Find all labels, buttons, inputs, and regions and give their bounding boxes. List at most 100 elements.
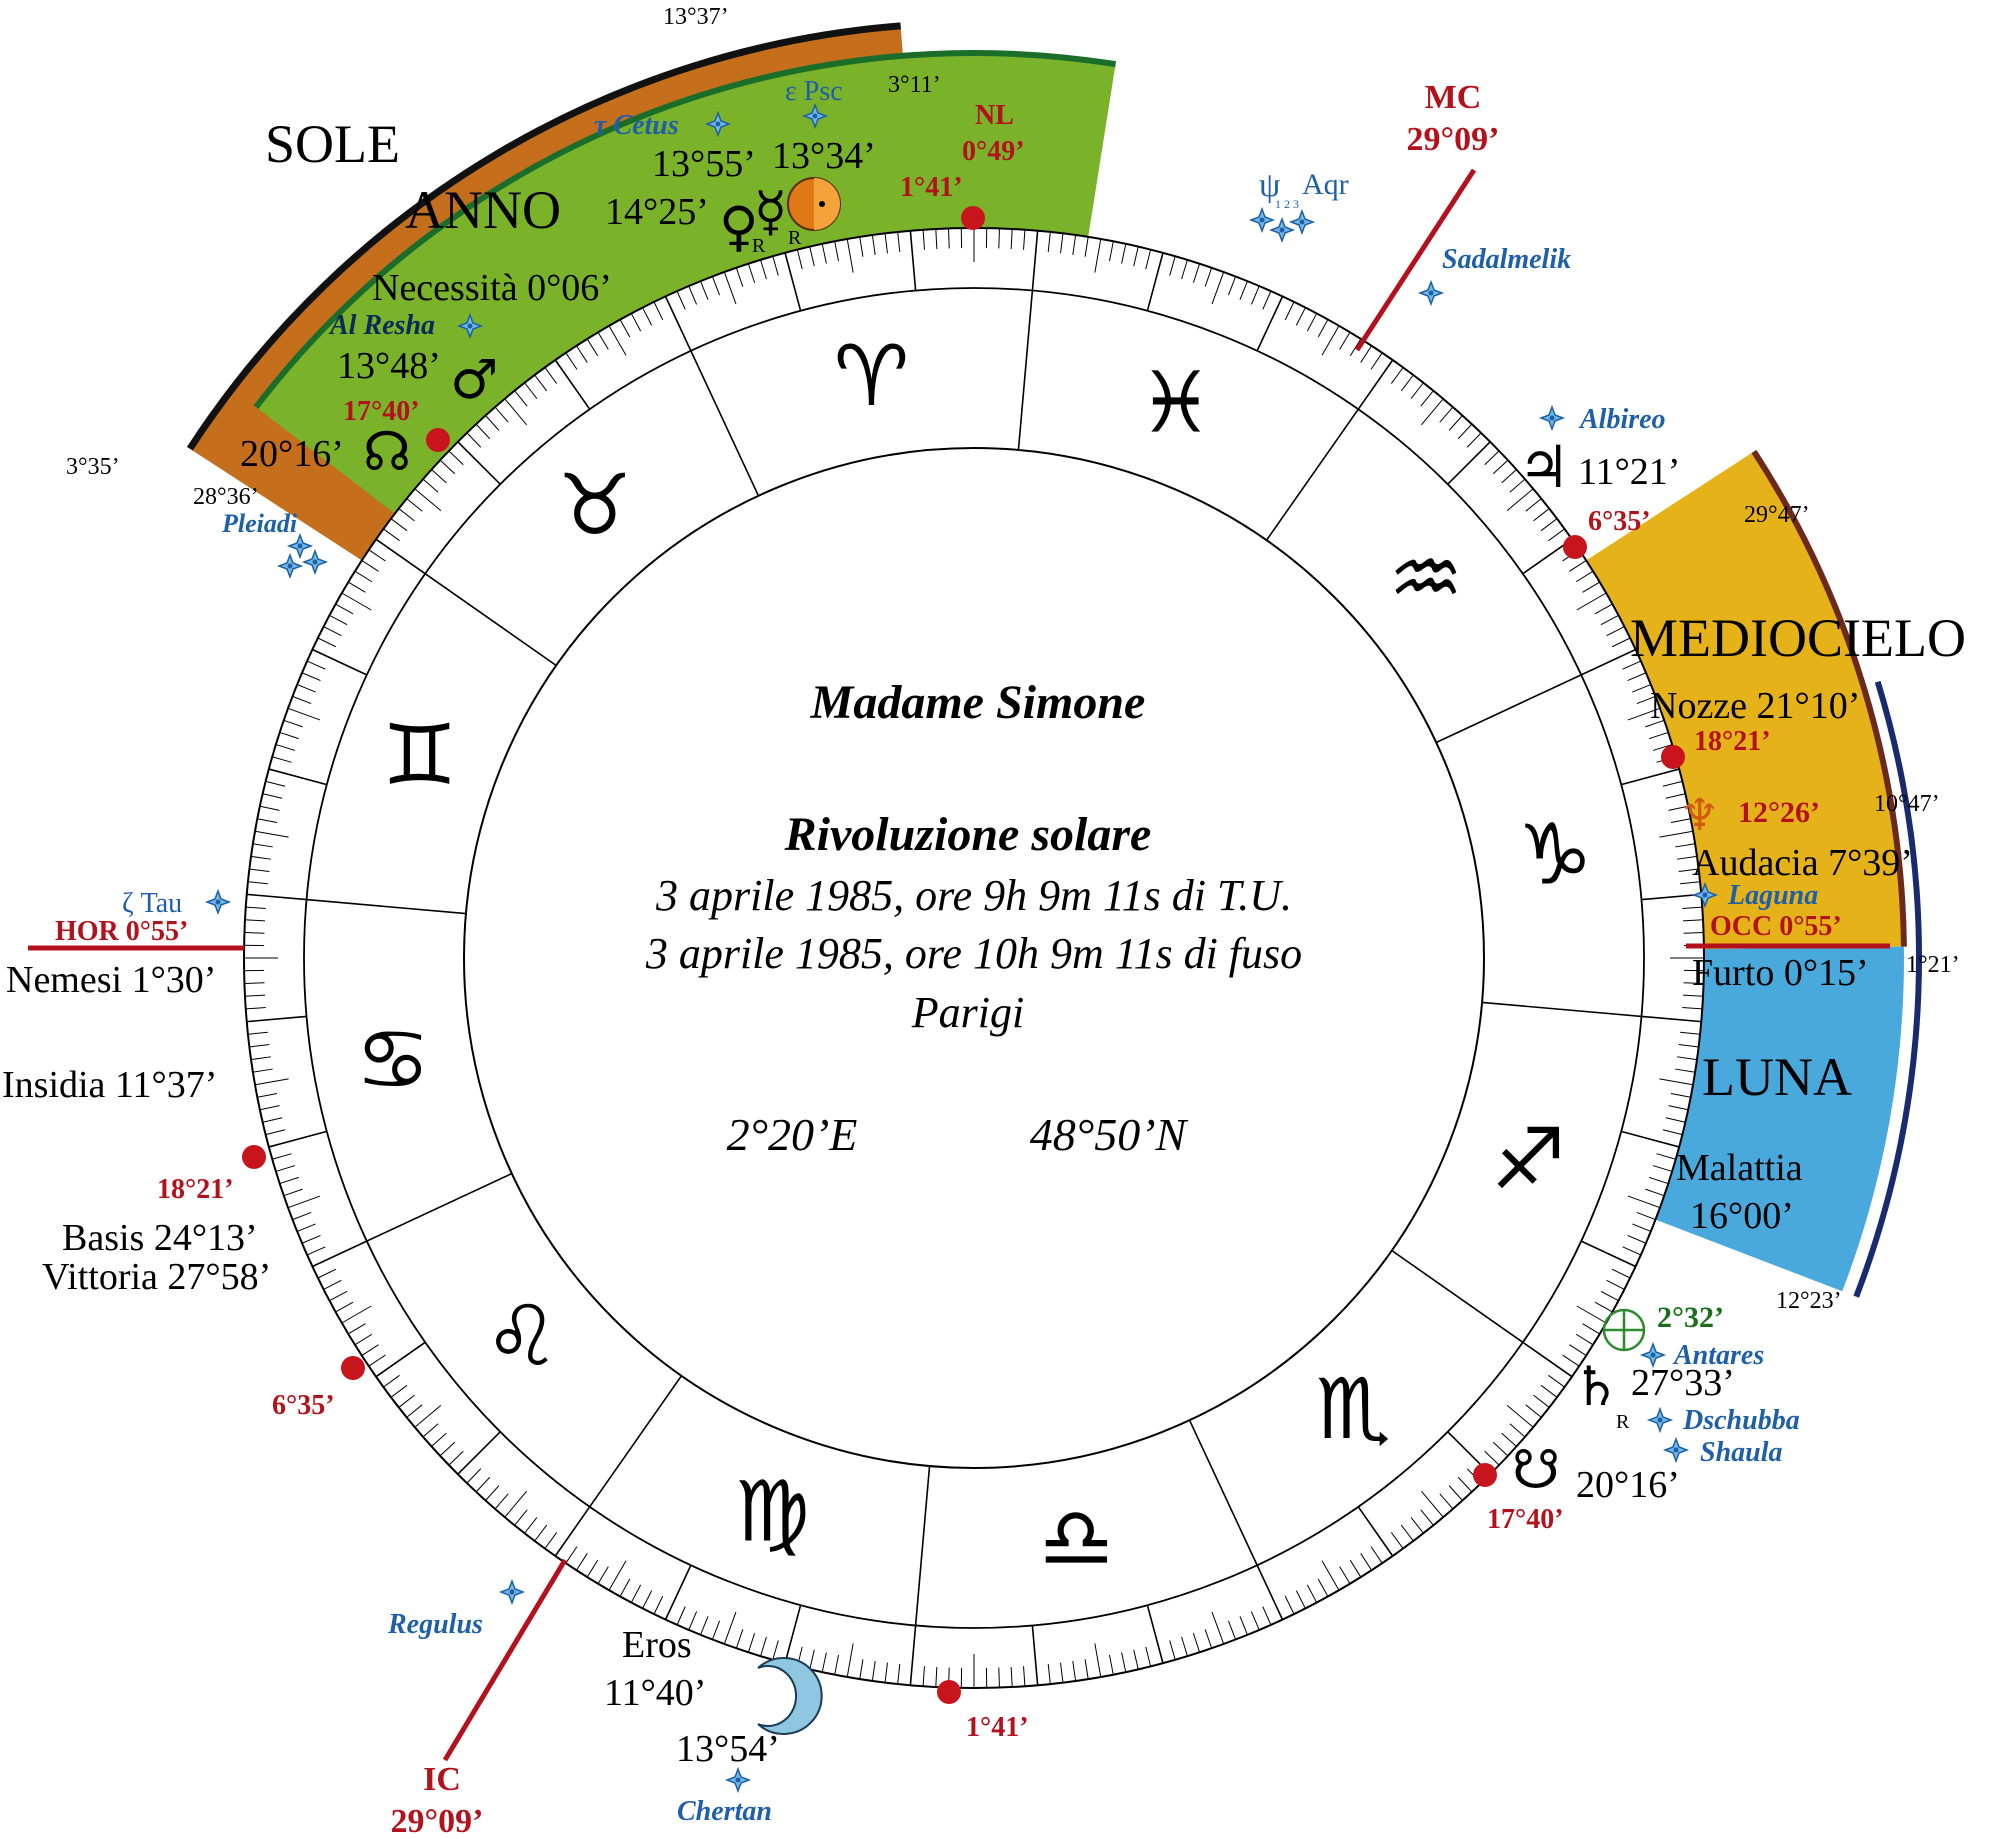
ic-axis-line [442, 1558, 568, 1762]
malattia-label: Malattia [1676, 1147, 1803, 1189]
mediocielo-sector-edge [1751, 449, 1907, 947]
jupiter-icon: ♃ [1518, 433, 1570, 501]
venus-icon: ♀ [719, 195, 759, 258]
chertan-star-icon [724, 1766, 752, 1794]
eros-degree: 13°54’ [676, 1728, 780, 1770]
nl-degree: 0°49’ [962, 136, 1025, 167]
luna-sector [1655, 946, 1904, 1292]
chart-latitude: 48°50’N [1030, 1109, 1189, 1160]
pleiadi-label: Pleiadi [221, 509, 298, 538]
sole-label: SOLE [265, 114, 400, 174]
top-point-degree: 1°41’ [900, 172, 963, 203]
south-node-degree: 20°16’ [1576, 1464, 1680, 1506]
sadalmelik-label: Sadalmelik [1442, 244, 1571, 275]
chart-longitude: 2°20’E [727, 1109, 858, 1160]
south-node-icon: ☋ [1512, 1438, 1560, 1501]
shaula-star-icon [1662, 1436, 1690, 1464]
leo-icon: ♌ [484, 1287, 559, 1385]
al-resha-star-icon [456, 312, 484, 340]
sign-divider [1391, 1249, 1524, 1343]
luna-label: LUNA [1702, 1047, 1852, 1107]
audacia-label: Audacia 7°39’ [1692, 842, 1913, 884]
north-node-icon: ☊ [363, 420, 411, 483]
basis-label: Basis 24°13’ [62, 1217, 258, 1259]
right-point-degree: 18°21’ [1694, 726, 1771, 757]
luna-start-degree: 1°21’ [1906, 952, 1960, 978]
pleiadi-star-icon [276, 552, 304, 580]
tick-ring-circle [303, 287, 1645, 1629]
sole-end-degree: 13°37’ [663, 4, 729, 30]
sign-dividers [306, 290, 1642, 1626]
pleiadi-star-icon [301, 548, 329, 576]
angle-labels: MC 29°09’ IC 29°09’ HOR 0°55’ OCC 0°55’ [55, 79, 1842, 1839]
psi-aqr-star-icon [1288, 208, 1316, 236]
red-point-bottom [937, 1680, 961, 1704]
sign-divider [914, 1465, 931, 1626]
red-point-lower-right [1473, 1463, 1497, 1487]
center-block: Madame Simone Rivoluzione solare 3 april… [645, 676, 1302, 1160]
aquarius-icon: ♒ [1388, 529, 1463, 627]
eros-label: Eros [622, 1624, 692, 1666]
malattia-degree: 16°00’ [1690, 1195, 1794, 1237]
sign-divider [306, 898, 467, 915]
mediocielo-label: MEDIOCIELO [1630, 608, 1966, 668]
anno-sector [256, 53, 1116, 514]
inner-circle [463, 447, 1485, 1469]
planets: ♀ R 14°25’ ☿ R 13°55’ 13°34’ ♂ 13°48’ ☊ … [240, 135, 1820, 1770]
eps-psc-label: ε Psc [785, 76, 843, 107]
hor-label: HOR 0°55’ [55, 916, 188, 947]
sign-divider [1265, 408, 1359, 541]
sole-sector-edge [186, 22, 901, 451]
taurus-icon: ♉ [557, 456, 632, 554]
dschubba-label: Dschubba [1682, 1405, 1800, 1436]
sign-divider [366, 1172, 513, 1242]
psi-aqr-sub: 1 2 3 [1275, 197, 1299, 211]
laguna-label: Laguna [1727, 880, 1818, 911]
albireo-star-icon [1538, 404, 1566, 432]
star-markers [204, 102, 1719, 1794]
antares-star-icon [1639, 1341, 1667, 1369]
pleiadi-star-icon [286, 532, 314, 560]
sadalmelik-star-icon [1417, 279, 1445, 307]
anno-start-degree: 28°36’ [193, 484, 259, 510]
red-point-left [242, 1145, 266, 1169]
sign-divider [1017, 290, 1034, 451]
regulus-label: Regulus [387, 1609, 483, 1640]
left-point-degree: 18°21’ [157, 1174, 234, 1205]
sign-divider [1435, 674, 1582, 744]
upper-right-point-degree: 6°35’ [1588, 506, 1651, 537]
red-point-labels: NL 0°49’ 1°41’ 6°35’ 18°21’ 17°40’ 1°41’… [157, 100, 1771, 1743]
mars-icon: ♂ [450, 348, 498, 411]
furto-label: Furto 0°15’ [1692, 952, 1869, 994]
red-point-nl [961, 206, 985, 230]
medio-end-degree: 10°47’ [1874, 791, 1940, 817]
neptune-icon: ♆ [1680, 790, 1719, 841]
red-point-right [1661, 745, 1685, 769]
sign-glyphs: ♈♓♒♑♐♏♎♍♌♋♊♉ [355, 327, 1592, 1587]
chertan-label: Chertan [677, 1796, 772, 1827]
sole-start-degree: 3°35’ [66, 454, 120, 480]
psi-aqr-star-icon [1248, 206, 1276, 234]
anno-label: ANNO [405, 180, 561, 240]
red-point-upper-left [426, 428, 450, 452]
mars-degree: 13°48’ [337, 345, 441, 387]
nozze-label: Nozze 21°10’ [1650, 685, 1860, 727]
insidia-label: Insidia 11°37’ [2, 1064, 217, 1106]
star-labels: τ Cetus ε Psc Al Resha Pleiadi ψ 1 2 3 A… [122, 76, 1818, 1827]
degree-ticks [244, 228, 1704, 1688]
angle-axes [28, 168, 1890, 1762]
necessita-label: Necessità 0°06’ [372, 267, 612, 309]
laguna-star-icon [1691, 881, 1719, 909]
medio-start-degree: 29°47’ [1744, 502, 1810, 528]
mercury-degree: 13°55’ [652, 143, 756, 185]
eps-psc-star-icon [801, 102, 829, 130]
luna-end-degree: 12°23’ [1776, 1288, 1842, 1314]
sign-divider [1188, 1419, 1258, 1566]
libra-icon: ♎ [1039, 1489, 1114, 1587]
moon-degree: 11°40’ [604, 1672, 706, 1714]
nemesi-label: Nemesi 1°30’ [6, 959, 216, 1001]
zeta-tau-label: ζ Tau [122, 888, 182, 919]
nl-label: NL [975, 100, 1014, 131]
upper-left-point-degree: 17°40’ [343, 396, 420, 427]
mercury-retro: R [788, 227, 802, 249]
